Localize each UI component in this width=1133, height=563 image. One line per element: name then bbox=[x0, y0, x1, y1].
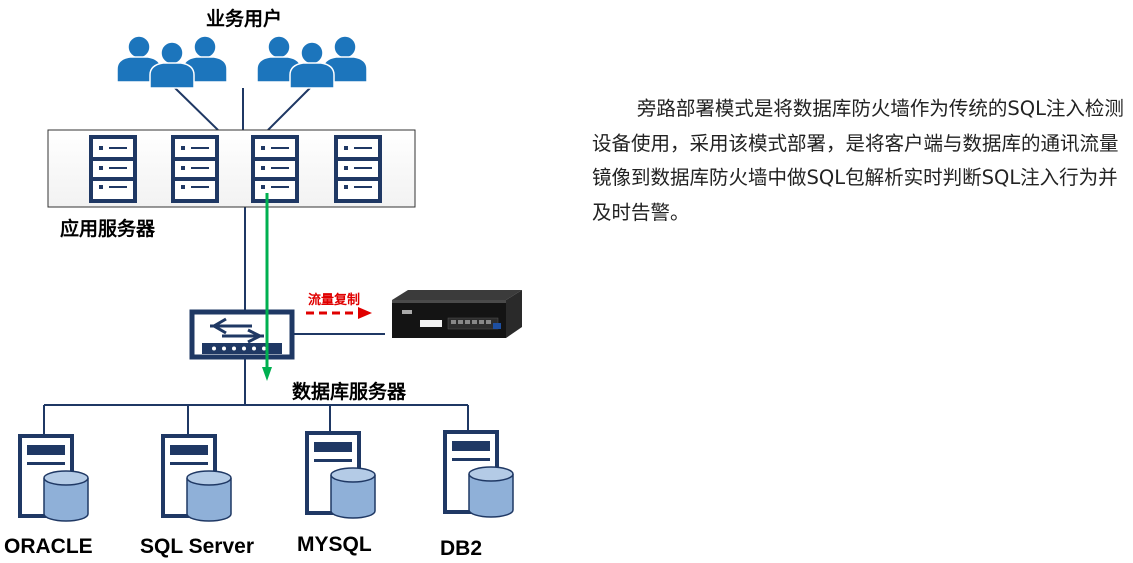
mirror-label: 流量复制 bbox=[308, 292, 361, 307]
mirror-arrow bbox=[306, 307, 372, 319]
db-db2-label: DB2 bbox=[440, 537, 483, 560]
app-server-icon bbox=[171, 135, 219, 203]
app-server-icon bbox=[251, 135, 299, 203]
traffic-arrow bbox=[262, 193, 272, 381]
description-text: 旁路部署模式是将数据库防火墙作为传统的SQL注入检测设备使用，采用该模式部署，是… bbox=[592, 97, 1124, 224]
sqlserver-db-icon bbox=[161, 434, 233, 523]
users-label: 业务用户 bbox=[206, 9, 283, 30]
oracle-db-icon bbox=[18, 434, 90, 523]
db-servers-label: 数据库服务器 bbox=[292, 382, 407, 403]
app-server-icon bbox=[334, 135, 382, 203]
connection-lines bbox=[43, 87, 469, 436]
db-oracle-label: ORACLE bbox=[4, 535, 93, 558]
firewall-appliance-icon bbox=[392, 290, 522, 338]
db-sqlserver-label: SQL Server bbox=[140, 535, 255, 558]
db-mysql-label: MYSQL bbox=[297, 533, 372, 556]
mysql-db-icon bbox=[305, 431, 377, 520]
users-icon bbox=[116, 35, 368, 89]
switch-icon bbox=[189, 309, 295, 360]
app-server-icon bbox=[89, 135, 137, 203]
app-servers-label: 应用服务器 bbox=[60, 219, 156, 240]
db2-db-icon bbox=[443, 430, 515, 519]
